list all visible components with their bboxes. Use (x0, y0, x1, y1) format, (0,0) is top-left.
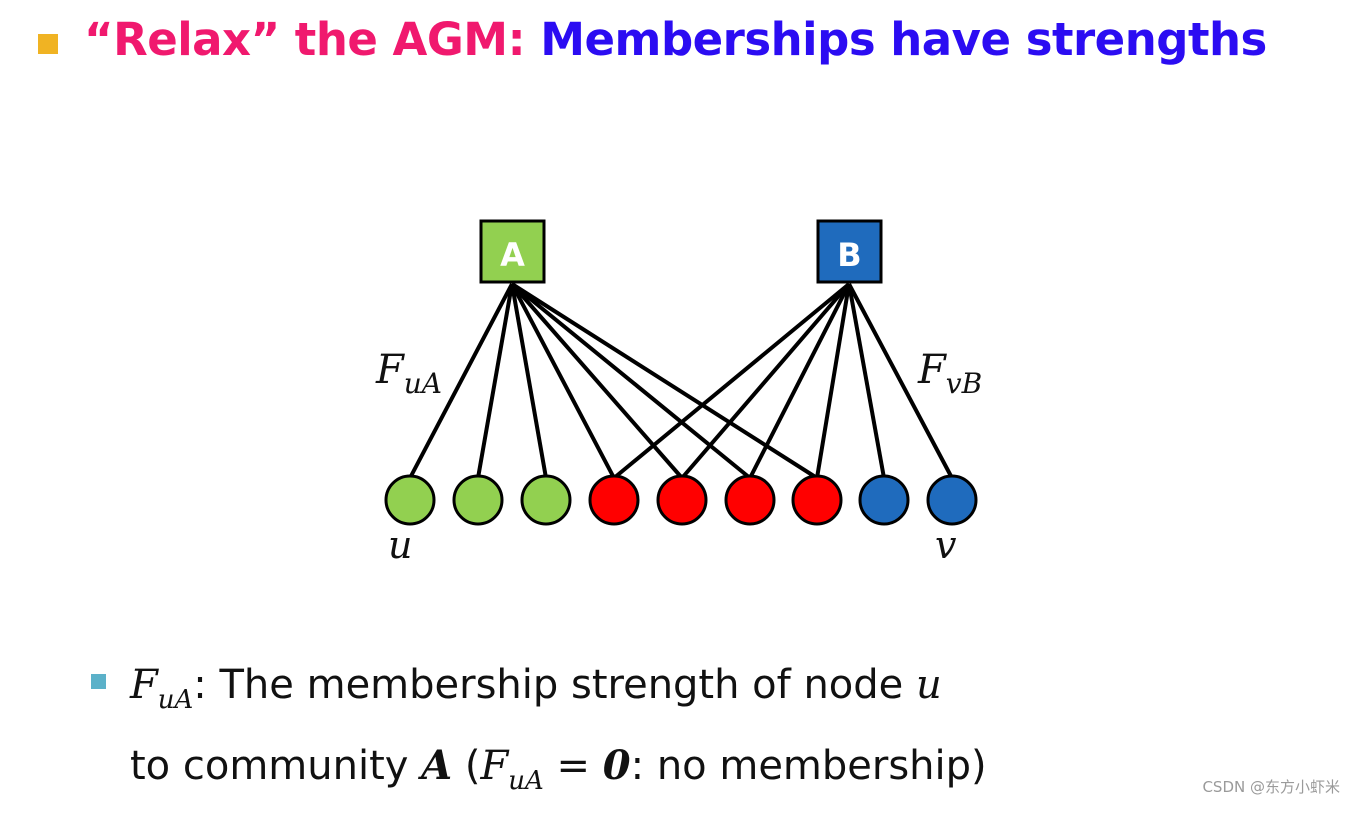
member-node-8 (926, 474, 978, 526)
note-line2-tail: : no membership) (630, 743, 987, 789)
note-zero: 0 (602, 742, 631, 789)
note-math-F: F (130, 662, 158, 708)
member-node-3 (588, 474, 640, 526)
member-node-5 (724, 474, 776, 526)
member-node-6 (791, 474, 843, 526)
edge-label-left-base: F (375, 347, 405, 393)
edge-B-node-6 (815, 283, 851, 479)
edge-B-node-7 (847, 283, 886, 479)
note-line-1: FuA: The membership strength of node u (130, 652, 987, 733)
title-part-1: “Relax” the AGM: (84, 13, 526, 66)
edge-A-node-3 (510, 283, 616, 479)
edge-label-left-sub: uA (404, 367, 442, 400)
edge-A-node-6 (510, 282, 819, 480)
note-var-u: u (916, 662, 942, 708)
note-eq: = (543, 743, 603, 789)
edge-B-node-4 (680, 282, 851, 480)
note-math-sub2: uA (508, 766, 544, 796)
edge-B-node-8 (847, 283, 954, 479)
member-node-0 (384, 474, 436, 526)
membership-edges (408, 282, 954, 480)
note-math-sub: uA (157, 685, 194, 715)
node-label-u: u (388, 523, 412, 567)
slide-title: “Relax” the AGM: Memberships have streng… (84, 4, 1267, 76)
note-var-A: A (421, 742, 453, 789)
edge-label-left: FuA (375, 347, 442, 400)
note-paren: ( (452, 743, 481, 789)
edge-label-right-base: F (917, 347, 947, 393)
edge-A-node-0 (408, 283, 514, 479)
community-B-box (816, 219, 883, 284)
edge-B-node-5 (748, 283, 851, 479)
note-line1-text: : The membership strength of node (193, 662, 916, 708)
edge-B-node-3 (612, 282, 851, 480)
watermark: CSDN @东方小虾米 (1202, 778, 1340, 796)
note-line-2: to community A (FuA = 0: no membership) (130, 733, 987, 814)
edge-A-node-2 (510, 283, 548, 479)
note-line2-text: to community (130, 743, 422, 789)
community-A: A (479, 219, 546, 284)
community-B-label: B (837, 236, 861, 274)
note-text: FuA: The membership strength of node u t… (130, 652, 987, 814)
title-bullet (38, 34, 58, 54)
edge-A-node-1 (476, 283, 514, 479)
community-A-box (479, 219, 546, 284)
community-A-label: A (500, 236, 525, 274)
note-bullet (91, 674, 106, 689)
member-nodes (384, 474, 978, 526)
title-part-2: Memberships have strengths (540, 13, 1267, 66)
edge-A-node-5 (510, 282, 752, 480)
edge-label-right: FvB (917, 347, 982, 400)
member-node-1 (452, 474, 504, 526)
member-node-2 (520, 474, 572, 526)
edge-label-right-sub: vB (946, 367, 982, 400)
member-node-4 (656, 474, 708, 526)
member-node-7 (858, 474, 910, 526)
note-math-F2: F (480, 743, 509, 789)
community-B: B (816, 219, 883, 284)
node-label-v: v (935, 523, 957, 567)
